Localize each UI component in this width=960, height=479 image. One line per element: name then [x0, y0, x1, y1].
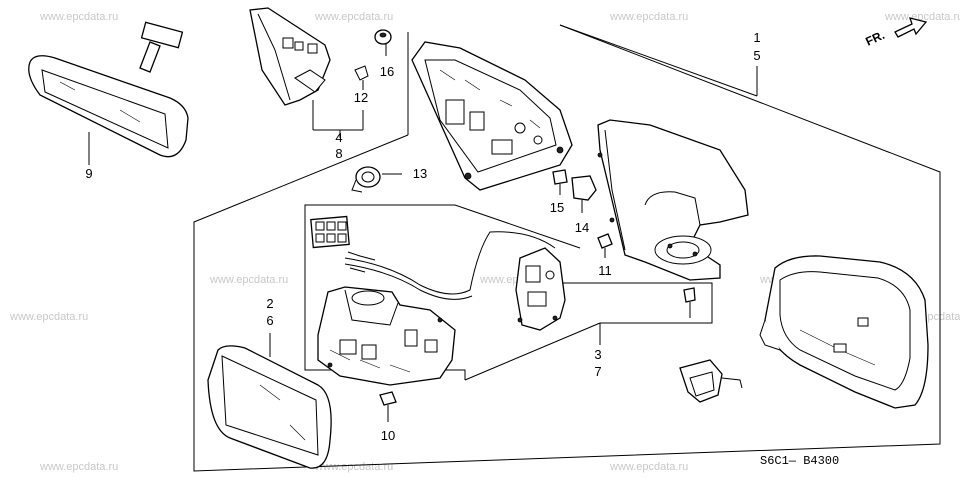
callout-8: 8: [335, 146, 342, 161]
watermark-1: www.epcdata.ru: [39, 11, 118, 23]
cap-inner: [779, 271, 911, 391]
watermark-2: www.epcdata.ru: [314, 11, 393, 23]
small-bracket: [679, 359, 743, 403]
callout-2: 2: [266, 296, 273, 311]
callout-15: 15: [550, 200, 564, 215]
callout-4: 4: [335, 130, 342, 145]
housing-bolt: [683, 287, 696, 318]
clip-12: [354, 65, 369, 81]
corner-garnish: [249, 7, 369, 138]
callout-1: 1: [753, 30, 760, 45]
wire-harness: [344, 231, 556, 300]
assembly-outline: [193, 24, 941, 472]
mirror-actuator-motor: [515, 247, 566, 331]
mirror-skull-cap: [759, 255, 929, 409]
watermark-10: www.epcdata.ru: [39, 461, 118, 473]
group-3-7-outline: [560, 282, 713, 324]
mirror-stem: [139, 41, 161, 73]
harness-group-outline: [304, 204, 581, 380]
callout-11: 11: [598, 263, 612, 278]
mirror-glass-assembly: [207, 333, 332, 469]
mirror-base-bracket: [411, 41, 573, 191]
callout-7: 7: [594, 364, 601, 379]
callout-14: 14: [575, 220, 589, 235]
wiring-connector: [310, 215, 350, 249]
diagram-code: S6C1— B4300: [760, 454, 839, 468]
leader-1-5: [559, 24, 758, 97]
bracket-14: [571, 175, 597, 213]
screw-11: [597, 233, 613, 258]
arrow-icon: [894, 17, 928, 38]
callout-3: 3: [594, 347, 601, 362]
watermark-12: www.epcdata.ru: [609, 461, 688, 473]
callout-16: 16: [380, 64, 394, 79]
callout-13: 13: [413, 166, 427, 181]
watermark-8: www.epcdata.ru: [9, 311, 88, 323]
callout-6: 6: [266, 313, 273, 328]
mirror-holder-module: [317, 286, 456, 386]
callout-5: 5: [753, 48, 760, 63]
watermark-4: www.epcdata.ru: [884, 11, 960, 23]
mirror-housing-assembly: [597, 119, 749, 281]
callout-12: 12: [354, 90, 368, 105]
grommet-16: [374, 29, 392, 56]
callout-9: 9: [85, 166, 92, 181]
direction-label: FR.: [863, 28, 886, 49]
glass-surface: [221, 355, 319, 456]
callout-10: 10: [381, 428, 395, 443]
clip-13: [351, 166, 402, 193]
watermark-11: www.epcdata.ru: [314, 461, 393, 473]
mirror-mount-base: [140, 21, 184, 49]
screw-10: [379, 391, 397, 422]
watermark-3: www.epcdata.ru: [609, 11, 688, 23]
bolt-15: [552, 169, 568, 195]
watermark-5: www.epcdata.ru: [209, 274, 288, 286]
rearview-mirror: [28, 21, 189, 165]
